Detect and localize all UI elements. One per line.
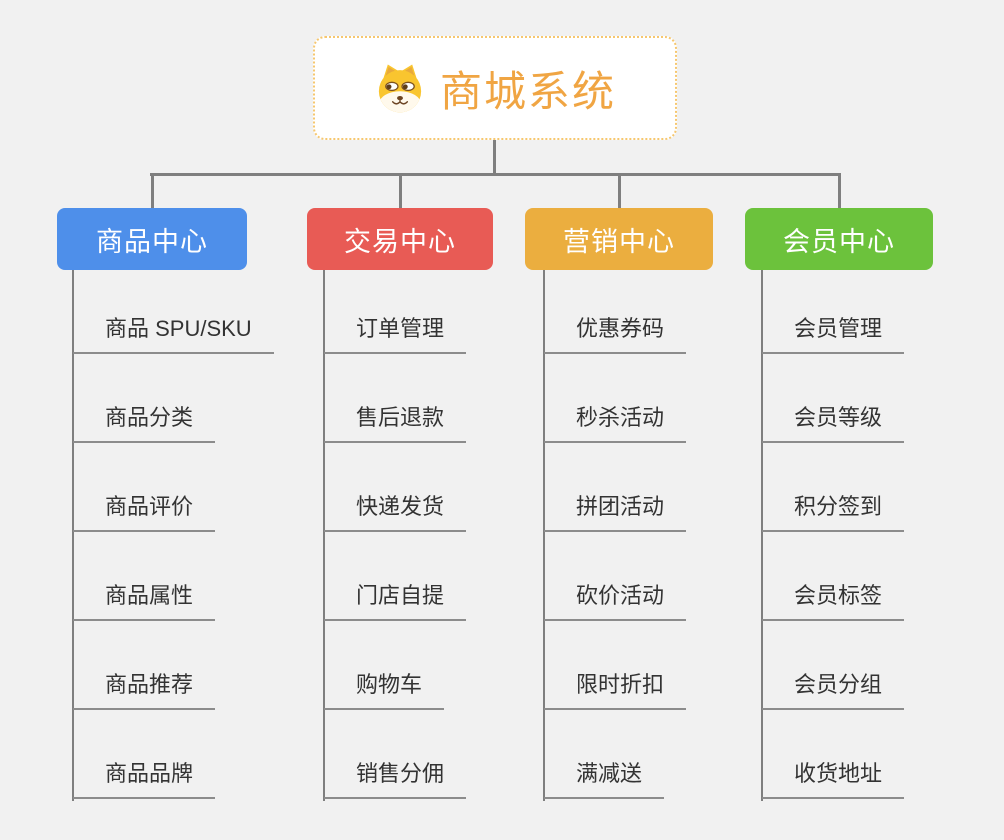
child-connector-line [761, 270, 763, 801]
mindmap-item-product-center-1[interactable]: 商品分类 [73, 403, 216, 443]
mindmap-item-marketing-center-0[interactable]: 优惠券码 [544, 314, 687, 354]
mindmap-item-marketing-center-1[interactable]: 秒杀活动 [544, 403, 687, 443]
branch-drop-line [837, 173, 841, 210]
mindmap-item-member-center-1[interactable]: 会员等级 [762, 403, 905, 443]
mindmap-item-member-center-3[interactable]: 会员标签 [762, 581, 905, 621]
root-title: 商城系统 [439, 67, 616, 115]
branch-drop-line [617, 173, 621, 210]
branch-box-trade-center[interactable]: 交易中心 [307, 208, 493, 270]
branch-drop-line [150, 173, 154, 210]
mindmap-item-member-center-4[interactable]: 会员分组 [762, 670, 905, 710]
root-stem-line [493, 140, 496, 176]
mindmap-item-marketing-center-5[interactable]: 满减送 [544, 759, 665, 799]
mindmap-item-trade-center-2[interactable]: 快递发货 [324, 492, 467, 532]
mindmap-item-product-center-2[interactable]: 商品评价 [73, 492, 216, 532]
mindmap-item-product-center-0[interactable]: 商品 SPU/SKU [73, 314, 274, 354]
mindmap-item-product-center-4[interactable]: 商品推荐 [73, 670, 216, 710]
branch-horizontal-line [150, 173, 840, 176]
mindmap-item-member-center-5[interactable]: 收货地址 [762, 759, 905, 799]
branch-box-member-center[interactable]: 会员中心 [745, 208, 933, 270]
mindmap-item-trade-center-0[interactable]: 订单管理 [324, 314, 467, 354]
mindmap-item-marketing-center-2[interactable]: 拼团活动 [544, 492, 687, 532]
root-node[interactable]: 商城系统 [313, 36, 677, 140]
doge-icon [378, 64, 422, 113]
mindmap-item-member-center-0[interactable]: 会员管理 [762, 314, 905, 354]
mindmap-item-trade-center-4[interactable]: 购物车 [324, 670, 445, 710]
child-connector-line [543, 270, 545, 801]
mindmap-item-trade-center-5[interactable]: 销售分佣 [324, 759, 467, 799]
mindmap-item-product-center-5[interactable]: 商品品牌 [73, 759, 216, 799]
branch-drop-line [398, 173, 402, 210]
branch-box-product-center[interactable]: 商品中心 [57, 208, 247, 270]
mindmap-item-member-center-2[interactable]: 积分签到 [762, 492, 905, 532]
mindmap-item-trade-center-1[interactable]: 售后退款 [324, 403, 467, 443]
mindmap-item-product-center-3[interactable]: 商品属性 [73, 581, 216, 621]
mindmap-item-marketing-center-3[interactable]: 砍价活动 [544, 581, 687, 621]
mindmap-item-marketing-center-4[interactable]: 限时折扣 [544, 670, 687, 710]
child-connector-line [72, 270, 74, 801]
branch-box-marketing-center[interactable]: 营销中心 [525, 208, 713, 270]
child-connector-line [323, 270, 325, 801]
mindmap-item-trade-center-3[interactable]: 门店自提 [324, 581, 467, 621]
